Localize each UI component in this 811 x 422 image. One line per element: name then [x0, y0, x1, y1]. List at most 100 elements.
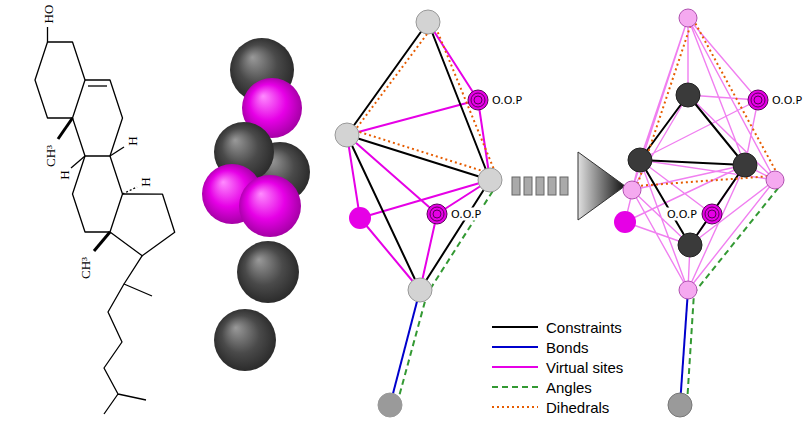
legend-row: Virtual sites — [490, 357, 623, 377]
cholesterol-structure-part — [123, 187, 138, 194]
topology-graph-old-part-part — [408, 278, 432, 302]
topology-graph-new-part — [636, 19, 778, 186]
topology-graph-old-part-part — [416, 10, 440, 34]
topology-graph-new-part-part — [679, 9, 697, 27]
topology-graph-new-part — [625, 18, 775, 290]
hydrogen-label: H — [139, 177, 152, 186]
transform-arrow-part — [512, 177, 520, 195]
hydrogen-label: H — [126, 136, 139, 145]
legend-row: Angles — [490, 377, 623, 397]
topology-graph-new-part-part — [766, 171, 784, 189]
topology-graph-new-part-part — [733, 153, 757, 177]
topology-graph-old-part-part — [335, 123, 359, 147]
topology-graph-old-part — [397, 186, 496, 404]
topology-graph-old-part — [335, 10, 502, 417]
cholesterol-structure — [35, 27, 175, 414]
oop-label: O.O.P — [665, 208, 699, 221]
legend-text: Dihedrals — [546, 399, 609, 416]
oop-label: O.O.P — [449, 208, 483, 221]
cg-sphere-model-part — [214, 309, 276, 371]
methyl-label: CH³ — [79, 257, 92, 279]
topology-graph-new-part-part — [751, 93, 765, 107]
cholesterol-structure-part — [104, 256, 152, 414]
legend-text: Bonds — [546, 339, 589, 356]
legend-sample — [490, 317, 540, 337]
topology-graph-old-part — [427, 90, 488, 224]
topology-graph-new-part — [614, 211, 636, 233]
cholesterol-structure-part — [110, 194, 175, 256]
topology-graph-old-part — [390, 290, 420, 405]
topology-graph-old-part — [349, 207, 371, 229]
cholesterol-structure-part — [35, 42, 85, 118]
cholesterol-structure-part — [73, 80, 123, 156]
transform-arrow — [512, 152, 625, 220]
topology-graph-new-part-part — [702, 204, 722, 224]
hydroxyl-label: HO — [41, 5, 54, 24]
cholesterol-structure-part — [94, 232, 110, 251]
methyl-label: CH³ — [44, 145, 57, 167]
topology-graph-new-part-part — [708, 210, 716, 218]
transform-arrow-part — [524, 177, 532, 195]
topology-graph-new-part — [680, 290, 688, 405]
transform-arrow-part — [560, 177, 568, 195]
legend-line — [492, 366, 538, 368]
topology-graph-new-part — [640, 95, 745, 245]
cholesterol-structure-part — [58, 118, 73, 139]
cholesterol-structure-part — [88, 85, 107, 86]
topology-graph-old-part-part — [430, 207, 444, 221]
topology-graph-old-part-part — [478, 168, 502, 192]
topology-graph-new-part — [702, 90, 768, 224]
topology-graph-old-part — [347, 22, 490, 290]
topology-graph-old-part-part — [468, 90, 488, 110]
topology-graph-old-part — [350, 23, 495, 173]
cg-sphere-model — [202, 38, 310, 371]
topology-graph-new-part-part — [748, 90, 768, 110]
topology-graph-new-part — [623, 9, 784, 299]
topology-graph-old-part-part — [474, 96, 482, 104]
topology-graph-old-part-part — [427, 204, 447, 224]
legend-row: Constraints — [490, 317, 623, 337]
topology-graph-new-part-part — [754, 96, 762, 104]
legend: ConstraintsBondsVirtual sitesAnglesDihed… — [490, 317, 623, 417]
cg-sphere-model-part — [239, 175, 301, 237]
transform-arrow-part — [536, 177, 544, 195]
cholesterol-structure-part — [110, 147, 124, 156]
legend-text: Angles — [546, 379, 592, 396]
topology-graph-new — [614, 9, 784, 417]
transform-arrow-part — [548, 177, 556, 195]
topology-graph-old-part-part — [378, 393, 402, 417]
topology-graph-new-part — [628, 83, 757, 257]
legend-sample — [490, 357, 540, 377]
topology-graph-new-part-part — [678, 233, 702, 257]
topology-graph-new-part — [668, 393, 692, 417]
topology-graph-new-part-part — [705, 207, 719, 221]
legend-sample — [490, 397, 540, 417]
legend-line — [492, 346, 538, 348]
topology-graph-new-part — [687, 187, 779, 404]
legend-row: Bonds — [490, 337, 623, 357]
cholesterol-structure-part — [47, 27, 48, 42]
oop-label: O.O.P — [770, 94, 804, 107]
topology-graph-new-part-part — [676, 83, 700, 107]
hydrogen-label: H — [58, 170, 71, 179]
legend-text: Constraints — [546, 319, 622, 336]
legend-line — [492, 326, 538, 328]
legend-row: Dihedrals — [490, 397, 623, 417]
legend-line — [492, 406, 538, 408]
cholesterol-structure-part — [73, 156, 123, 232]
topology-graph-new-part-part — [628, 148, 652, 172]
topology-graph-new-part-part — [679, 281, 697, 299]
topology-graph-old-part-part — [433, 210, 441, 218]
topology-graph-old — [335, 10, 502, 417]
transform-arrow-part — [578, 152, 625, 220]
cholesterol-structure-part — [71, 156, 85, 168]
topology-graph-old-part — [347, 22, 490, 290]
legend-line — [492, 386, 538, 388]
oop-label: O.O.P — [490, 94, 524, 107]
legend-text: Virtual sites — [546, 359, 623, 376]
legend-sample — [490, 337, 540, 357]
cg-sphere-model-part — [237, 241, 299, 303]
topology-graph-old-part-part — [471, 93, 485, 107]
topology-graph-new-part-part — [623, 181, 641, 199]
